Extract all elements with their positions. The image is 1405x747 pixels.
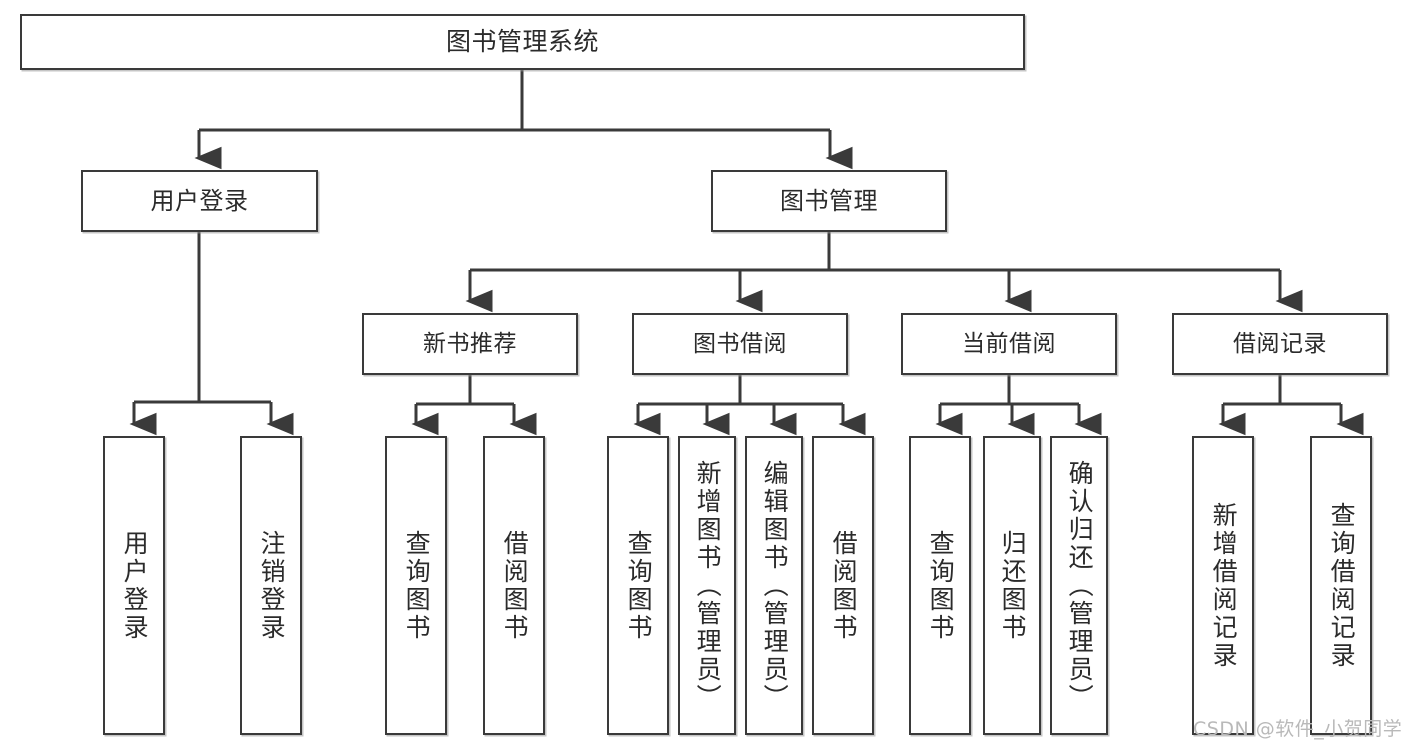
node-book-borrow-label: 图书借阅 [693, 330, 787, 357]
node-new-book-rec-label: 新书推荐 [423, 330, 517, 357]
node-current-borrow-label: 当前借阅 [962, 330, 1056, 357]
node-user-login[interactable]: 用户登录 [81, 170, 318, 232]
node-leaf-query-book-3[interactable]: 查询图书 [909, 436, 971, 735]
node-book-borrow[interactable]: 图书借阅 [632, 313, 848, 375]
node-leaf-add-book-label: 新增图书（管理员） [693, 459, 723, 712]
node-leaf-confirm-return-label: 确认归还（管理员） [1065, 459, 1095, 712]
node-leaf-borrow-book-2[interactable]: 借阅图书 [812, 436, 874, 735]
node-new-book-rec[interactable]: 新书推荐 [362, 313, 578, 375]
node-leaf-borrow-book-1[interactable]: 借阅图书 [483, 436, 545, 735]
node-leaf-query-book-2[interactable]: 查询图书 [607, 436, 669, 735]
node-leaf-edit-book[interactable]: 编辑图书（管理员） [745, 436, 803, 735]
node-book-manage-label: 图书管理 [780, 187, 878, 215]
node-root[interactable]: 图书管理系统 [20, 14, 1025, 70]
node-current-borrow[interactable]: 当前借阅 [901, 313, 1117, 375]
csdn-watermark: CSDN @软件_小贺同学 [1193, 718, 1403, 740]
node-leaf-user-login-label: 用户登录 [120, 529, 150, 642]
node-borrow-record-label: 借阅记录 [1233, 330, 1327, 357]
node-root-label: 图书管理系统 [445, 27, 599, 57]
node-leaf-query-record-label: 查询借阅记录 [1327, 501, 1357, 670]
node-leaf-edit-book-label: 编辑图书（管理员） [760, 459, 790, 712]
node-leaf-query-record[interactable]: 查询借阅记录 [1310, 436, 1372, 735]
node-leaf-query-book-1-label: 查询图书 [402, 529, 432, 642]
node-leaf-query-book-2-label: 查询图书 [624, 529, 654, 642]
node-leaf-return-book[interactable]: 归还图书 [983, 436, 1041, 735]
node-book-manage[interactable]: 图书管理 [711, 170, 947, 232]
node-leaf-query-book-3-label: 查询图书 [926, 529, 956, 642]
node-leaf-return-book-label: 归还图书 [998, 529, 1028, 642]
node-borrow-record[interactable]: 借阅记录 [1172, 313, 1388, 375]
node-leaf-add-book[interactable]: 新增图书（管理员） [678, 436, 736, 735]
node-leaf-add-record[interactable]: 新增借阅记录 [1192, 436, 1254, 735]
node-leaf-add-record-label: 新增借阅记录 [1209, 501, 1239, 670]
node-leaf-borrow-book-1-label: 借阅图书 [500, 529, 530, 642]
node-leaf-query-book-1[interactable]: 查询图书 [385, 436, 447, 735]
node-leaf-user-login[interactable]: 用户登录 [103, 436, 165, 735]
node-leaf-user-logout-label: 注销登录 [257, 529, 287, 642]
node-leaf-user-logout[interactable]: 注销登录 [240, 436, 302, 735]
node-leaf-borrow-book-2-label: 借阅图书 [829, 529, 859, 642]
node-user-login-label: 用户登录 [150, 187, 249, 215]
node-leaf-confirm-return[interactable]: 确认归还（管理员） [1050, 436, 1108, 735]
